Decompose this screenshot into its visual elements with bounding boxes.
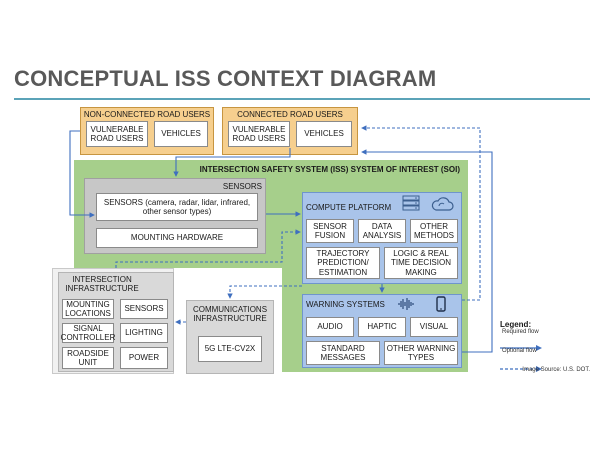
sensor-fusion: SENSOR FUSION bbox=[306, 219, 354, 243]
trajectory-prediction: TRAJECTORY PREDICTION/ ESTIMATION bbox=[306, 247, 380, 279]
iss-header: INTERSECTION SAFETY SYSTEM (ISS) SYSTEM … bbox=[199, 165, 460, 174]
warning-systems-header: WARNING SYSTEMS bbox=[306, 300, 385, 309]
non-connected-vulnerable: VULNERABLE ROAD USERS bbox=[86, 121, 148, 147]
cloud-icon bbox=[430, 196, 454, 217]
connected-vulnerable: VULNERABLE ROAD USERS bbox=[228, 121, 290, 147]
other-methods: OTHER METHODS bbox=[410, 219, 458, 243]
communications-technology: 5G LTE-CV2X bbox=[198, 336, 262, 362]
server-icon bbox=[402, 195, 420, 216]
signal-controller: SIGNAL CONTROLLER bbox=[60, 323, 116, 343]
haptic-warning: HAPTIC bbox=[358, 317, 406, 337]
required-flow-arrow bbox=[500, 338, 544, 356]
connected-header: CONNECTED ROAD USERS bbox=[237, 110, 343, 119]
legend-title: Legend: bbox=[500, 320, 532, 329]
legend-required: Required flow bbox=[502, 329, 539, 335]
legend-optional: Optional flow bbox=[502, 348, 537, 354]
arrow-warning-to-connected-required bbox=[361, 149, 493, 353]
mounting-hardware: MOUNTING HARDWARE bbox=[96, 228, 258, 248]
logic-decision-making: LOGIC & REAL TIME DECISION MAKING bbox=[384, 247, 458, 279]
sensor-types: SENSORS (camera, radar, lidar, infrared,… bbox=[96, 193, 258, 221]
standard-messages: STANDARD MESSAGES bbox=[306, 341, 380, 365]
other-warning-types: OTHER WARNING TYPES bbox=[384, 341, 458, 365]
lighting: LIGHTING bbox=[120, 323, 168, 343]
roadside-unit: ROADSIDE UNIT bbox=[62, 347, 114, 369]
non-connected-header: NON-CONNECTED ROAD USERS bbox=[83, 110, 211, 119]
infrastructure-sensors: SENSORS bbox=[120, 299, 168, 319]
mounting-locations: MOUNTING LOCATIONS bbox=[62, 299, 114, 319]
page-title: CONCEPTUAL ISS CONTEXT DIAGRAM bbox=[14, 66, 437, 91]
arrow-warning-to-connected-optional bbox=[361, 125, 481, 301]
audio-warning: AUDIO bbox=[306, 317, 354, 337]
arrow-non-connected-to-sensors bbox=[69, 130, 95, 218]
sound-wave-icon bbox=[398, 297, 420, 316]
intersection-infrastructure-header: INTERSECTION INFRASTRUCTURE bbox=[65, 275, 139, 294]
title-rule bbox=[14, 98, 590, 100]
non-connected-vehicles: VEHICLES bbox=[154, 121, 208, 147]
optional-flow-arrow bbox=[500, 359, 544, 377]
phone-icon bbox=[436, 296, 446, 317]
compute-platform-header: COMPUTE PLATFORM bbox=[306, 203, 392, 212]
arrow-compute-to-comms bbox=[227, 285, 302, 299]
visual-warning: VISUAL bbox=[410, 317, 458, 337]
data-analysis: DATA ANALYSIS bbox=[358, 219, 406, 243]
arrow-connected-to-sensors bbox=[173, 148, 291, 177]
communications-infrastructure-header: COMMUNICATIONS INFRASTRUCTURE bbox=[192, 305, 268, 324]
image-source: Image Source: U.S. DOT. bbox=[522, 367, 590, 373]
sensors-header: SENSORS bbox=[222, 182, 262, 191]
power: POWER bbox=[120, 347, 168, 369]
connected-vehicles: VEHICLES bbox=[296, 121, 352, 147]
arrow-infrastructure-to-compute bbox=[115, 229, 301, 268]
